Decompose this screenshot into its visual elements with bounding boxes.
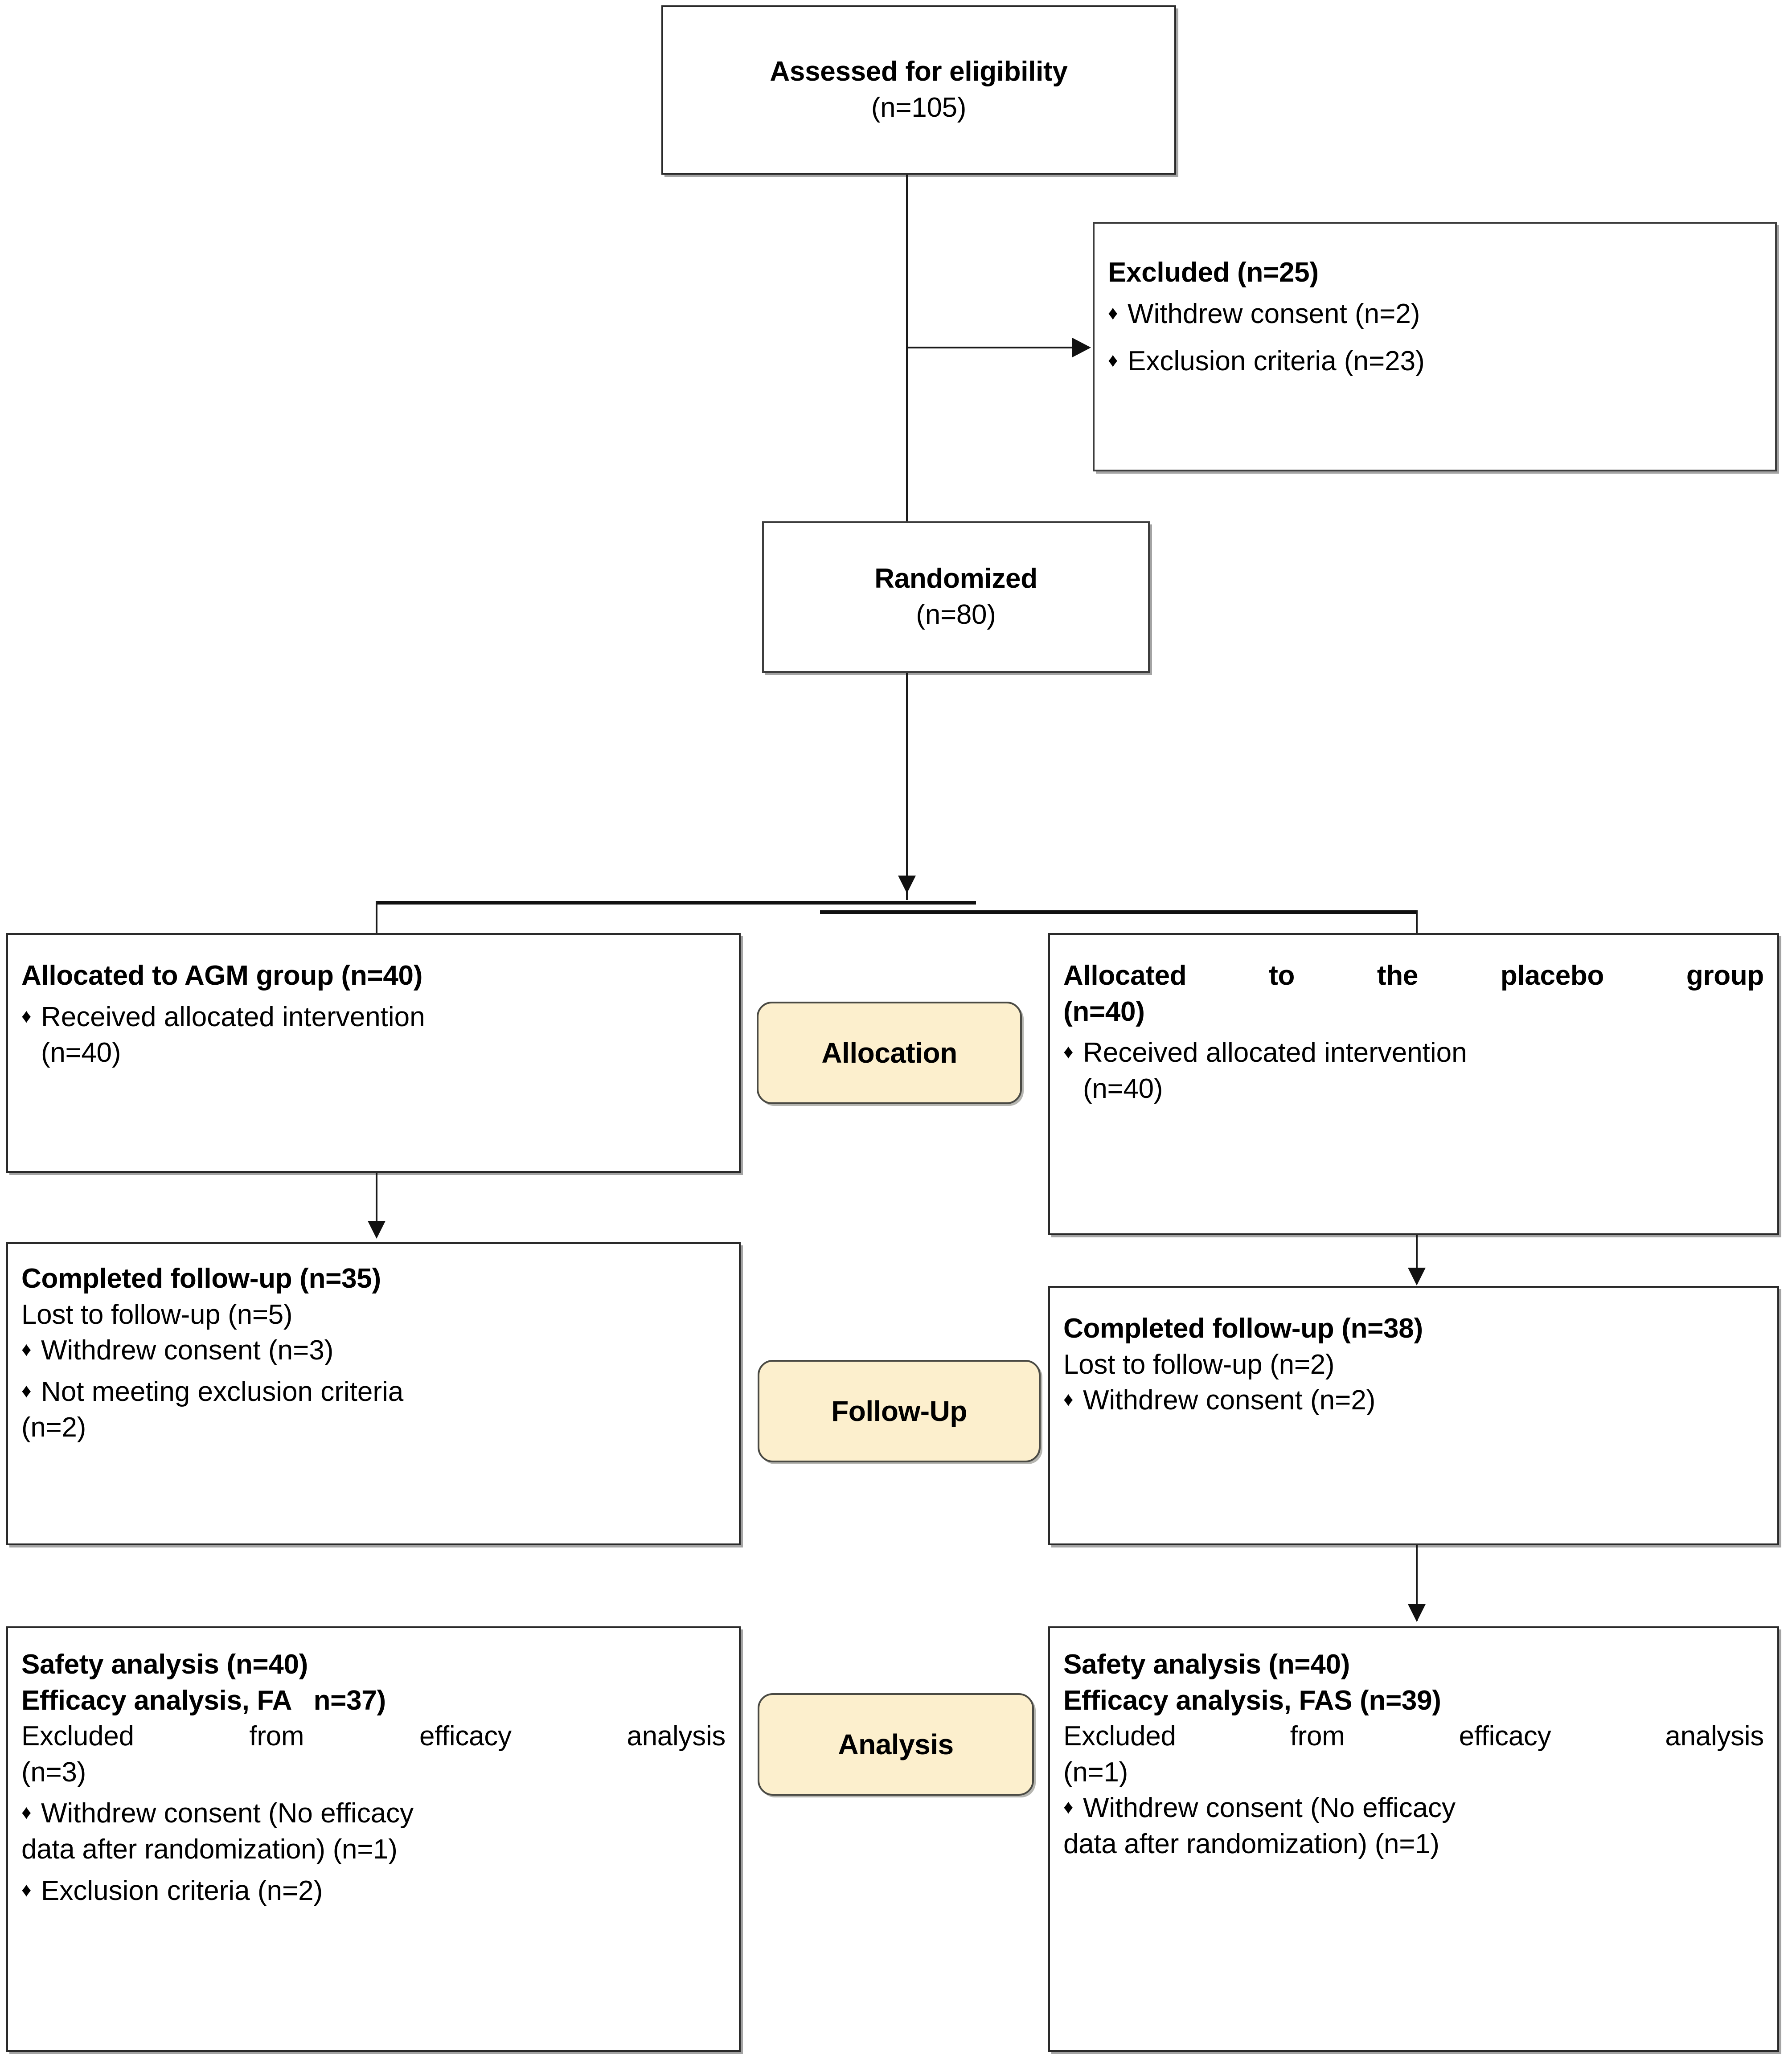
agm-analysis-bullet-1-text: Withdrew consent (No efficacy [41,1798,414,1829]
excluded-reason-1-text: Withdrew consent (n=2) [1128,298,1420,329]
placebo-allocation-bullet-1-text: Received allocated intervention [1083,1037,1467,1068]
agm-allocation-bullet-1: ♦ Received allocated intervention [21,999,726,1036]
diamond-bullet-icon: ♦ [21,1339,32,1361]
connector-agm-allocation-to-followup [376,1173,377,1235]
node-randomized: Randomized (n=80) [762,521,1150,673]
agm-analysis-efficacy: Efficacy analysis, FA n=37) [21,1685,386,1716]
placebo-allocation-title: Allocated to the placebo group [1063,960,1764,991]
node-excluded-body: Excluded (n=25) ♦ Withdrew consent (n=2)… [1095,224,1775,470]
node-excluded: Excluded (n=25) ♦ Withdrew consent (n=2)… [1093,222,1777,471]
node-agm-allocation-body: Allocated to AGM group (n=40) ♦ Received… [8,935,739,1171]
agm-followup-lost: Lost to follow-up (n=5) [21,1299,293,1330]
node-agm-analysis-body: Safety analysis (n=40) Efficacy analysis… [8,1628,739,2050]
node-assessed-for-eligibility: Assessed for eligibility (n=105) [661,5,1176,175]
excluded-reason-1: ♦ Withdrew consent (n=2) [1108,296,1762,332]
agm-analysis-safety: Safety analysis (n=40) [21,1649,308,1680]
excluded-reason-2: ♦ Exclusion criteria (n=23) [1108,344,1762,380]
node-assessed-body: Assessed for eligibility (n=105) [663,7,1174,173]
stage-label-analysis-text: Analysis [838,1728,954,1760]
placebo-allocation-bullet-1-count: (n=40) [1083,1073,1163,1104]
agm-followup-bullet-2-count: (n=2) [21,1412,86,1443]
placebo-allocation-title-count: (n=40) [1063,996,1145,1027]
stage-label-allocation: Allocation [757,1002,1022,1104]
diamond-bullet-icon: ♦ [21,1801,32,1824]
placebo-followup-title: Completed follow-up (n=38) [1063,1313,1423,1344]
placebo-analysis-bullet-1: ♦ Withdrew consent (No efficacy [1063,1790,1764,1826]
node-placebo-analysis: Safety analysis (n=40) Efficacy analysis… [1048,1626,1779,2052]
placebo-analysis-bullet-1-text: Withdrew consent (No efficacy [1083,1793,1456,1824]
stage-label-followup: Follow-Up [758,1360,1041,1462]
randomized-title: Randomized [874,563,1037,594]
diamond-bullet-icon: ♦ [1063,1041,1074,1063]
stage-label-allocation-text: Allocation [821,1037,957,1069]
diamond-bullet-icon: ♦ [1063,1388,1074,1411]
placebo-analysis-excluded-count: (n=1) [1063,1756,1128,1788]
node-randomized-body: Randomized (n=80) [764,523,1148,671]
stage-label-followup-text: Follow-Up [831,1395,967,1427]
agm-allocation-bullet-1-count: (n=40) [41,1037,121,1068]
node-placebo-followup-body: Completed follow-up (n=38) Lost to follo… [1050,1288,1777,1543]
connector-randomized-to-split [906,673,908,900]
connector-to-excluded [906,347,1074,348]
placebo-followup-lost: Lost to follow-up (n=2) [1063,1349,1335,1380]
diamond-bullet-icon: ♦ [21,1379,32,1402]
assessed-title: Assessed for eligibility [770,56,1068,87]
excluded-reason-2-text: Exclusion criteria (n=23) [1128,346,1425,377]
placebo-followup-bullet-1-text: Withdrew consent (n=2) [1083,1385,1376,1416]
agm-followup-bullet-2: ♦ Not meeting exclusion criteria [21,1374,726,1410]
arrow-to-excluded-icon [1072,338,1091,357]
stage-label-analysis: Analysis [758,1693,1034,1796]
placebo-analysis-safety: Safety analysis (n=40) [1063,1649,1350,1680]
node-agm-followup-body: Completed follow-up (n=35) Lost to follo… [8,1244,739,1543]
agm-followup-bullet-1: ♦ Withdrew consent (n=3) [21,1333,726,1369]
arrow-placebo-followup-analysis-icon [1408,1604,1426,1622]
agm-analysis-bullet-2: ♦ Exclusion criteria (n=2) [21,1873,726,1909]
arrow-agm-allocation-followup-icon [368,1221,385,1239]
placebo-analysis-bullet-1-cont: data after randomization) (n=1) [1063,1828,1439,1859]
agm-analysis-excluded-count: (n=3) [21,1756,86,1788]
placebo-analysis-efficacy: Efficacy analysis, FAS (n=39) [1063,1685,1441,1716]
agm-allocation-bullet-1-text: Received allocated intervention [41,1001,425,1032]
placebo-followup-bullet-1: ♦ Withdrew consent (n=2) [1063,1383,1764,1419]
agm-allocation-title: Allocated to AGM group (n=40) [21,960,423,991]
agm-analysis-bullet-2-text: Exclusion criteria (n=2) [41,1875,323,1906]
node-placebo-analysis-body: Safety analysis (n=40) Efficacy analysis… [1050,1628,1777,2050]
diamond-bullet-icon: ♦ [1108,349,1118,372]
arrow-randomized-split-icon [898,876,916,893]
node-agm-analysis: Safety analysis (n=40) Efficacy analysis… [6,1626,741,2052]
assessed-count: (n=105) [871,92,967,123]
connector-placebo-followup-to-analysis [1416,1545,1418,1621]
agm-followup-bullet-2-text: Not meeting exclusion criteria [41,1376,404,1407]
diamond-bullet-icon: ♦ [21,1879,32,1901]
agm-analysis-bullet-1-cont: data after randomization) (n=1) [21,1834,398,1865]
node-placebo-allocation-body: Allocated to the placebo group (n=40) ♦ … [1050,935,1777,1233]
placebo-analysis-excluded-title: Excluded from efficacy analysis [1063,1721,1764,1752]
split-bar-right [820,910,1417,914]
agm-analysis-excluded-title: Excluded from efficacy analysis [21,1721,726,1752]
excluded-title: Excluded (n=25) [1108,257,1319,288]
agm-followup-title: Completed follow-up (n=35) [21,1263,381,1294]
placebo-allocation-bullet-1: ♦ Received allocated intervention [1063,1035,1764,1071]
randomized-count: (n=80) [916,599,996,630]
agm-followup-bullet-1-text: Withdrew consent (n=3) [41,1335,334,1366]
diamond-bullet-icon: ♦ [21,1005,32,1027]
split-bar-left [377,901,976,905]
diamond-bullet-icon: ♦ [1063,1796,1074,1818]
node-agm-followup: Completed follow-up (n=35) Lost to follo… [6,1242,741,1545]
agm-analysis-bullet-1: ♦ Withdrew consent (No efficacy [21,1796,726,1832]
diamond-bullet-icon: ♦ [1108,302,1118,324]
node-agm-allocation: Allocated to AGM group (n=40) ♦ Received… [6,933,741,1173]
node-placebo-followup: Completed follow-up (n=38) Lost to follo… [1048,1286,1779,1545]
connector-placebo-allocation-to-followup [1416,1235,1418,1284]
node-placebo-allocation: Allocated to the placebo group (n=40) ♦ … [1048,933,1779,1235]
arrow-placebo-allocation-followup-icon [1408,1268,1426,1285]
